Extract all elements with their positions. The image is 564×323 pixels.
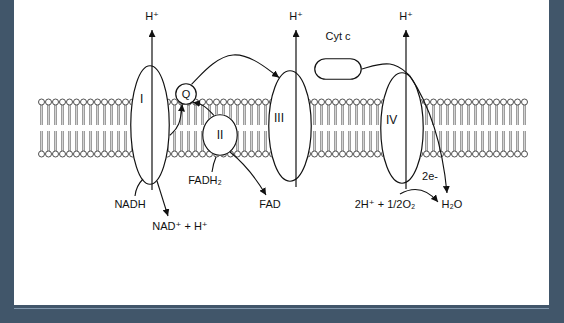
protein-pill — [314, 58, 362, 80]
bottom-rule — [14, 308, 549, 309]
protein-oval — [380, 72, 424, 184]
ubiquinone-circle: Q — [175, 83, 197, 105]
product-label: H₂O — [442, 198, 463, 211]
node-label: IV — [386, 114, 397, 127]
proton-label: H⁺ — [289, 10, 303, 23]
product-label: FAD — [259, 198, 280, 211]
complex-four: IV — [380, 72, 424, 184]
node-label: I — [140, 93, 143, 106]
electron-flow-arrow — [193, 102, 214, 115]
node-label: II — [217, 129, 224, 142]
cytochrome-c: Cyt c — [314, 30, 362, 80]
substrate-label: NADH — [114, 198, 145, 211]
electron-flow-arrow — [192, 55, 280, 85]
electron-flow-arrow — [362, 64, 410, 76]
electron-label: 2e- — [422, 170, 438, 183]
proton-arrows — [152, 30, 406, 190]
substrate-label: FADH₂ — [188, 174, 222, 187]
complex-one: I — [130, 65, 170, 185]
node-label: III — [274, 112, 284, 125]
electron-flow-arrow — [170, 104, 183, 135]
protein-oval — [130, 65, 170, 185]
complex-grounds — [130, 65, 424, 185]
complex-three: III — [268, 70, 312, 182]
substrate-label: 2H⁺ + 1/2O₂ — [355, 198, 416, 211]
protein-oval — [268, 70, 312, 182]
reaction-arrows — [135, 75, 447, 216]
node-label: Q — [182, 88, 191, 101]
proton-label: H⁺ — [399, 10, 413, 23]
proton-label: H⁺ — [145, 10, 159, 23]
product-label: NAD⁺ + H⁺ — [152, 220, 207, 233]
complex-two: II — [202, 114, 238, 156]
node-label: Cyt c — [325, 30, 350, 43]
